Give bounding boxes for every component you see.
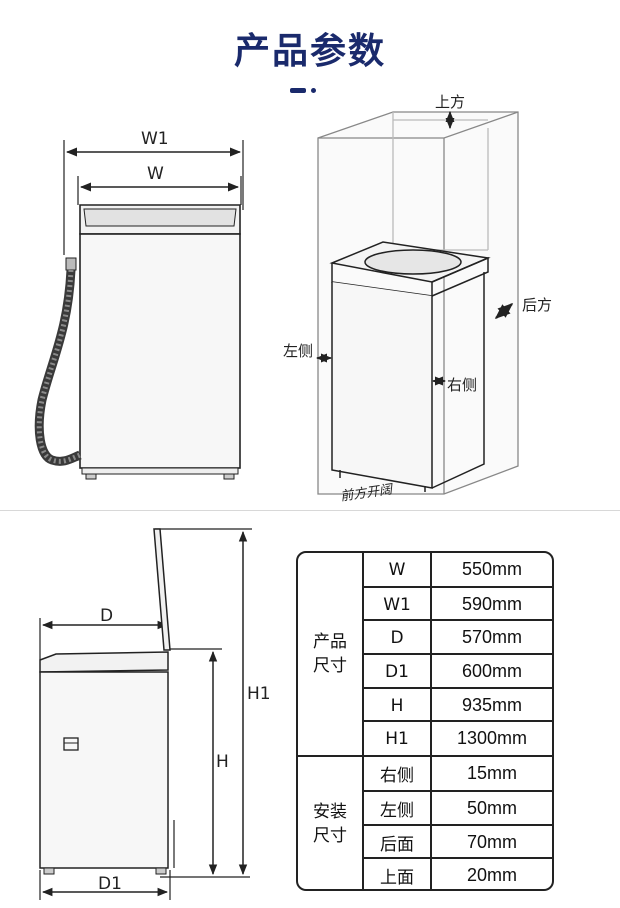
- top-clearance-label: 上方: [435, 93, 466, 111]
- title-decoration: [290, 86, 320, 94]
- d-dimension-label: D: [100, 606, 114, 626]
- w1-dimension-label: W1: [141, 129, 169, 149]
- spec-value: 550mm: [461, 559, 523, 579]
- table-row: 上面 20mm: [364, 859, 552, 889]
- group-label-line1: 安装: [313, 802, 347, 822]
- side-view-drawing: [39, 528, 252, 900]
- title-bar-mark: [290, 88, 306, 93]
- w-dimension-label: W: [147, 164, 164, 184]
- group-label-line2: 尺寸: [313, 656, 347, 676]
- spec-group-product-size: 产品尺寸: [298, 553, 364, 755]
- spec-value: 20mm: [466, 864, 517, 885]
- spec-key: W1: [364, 588, 432, 621]
- clearance-arrows: [315, 110, 514, 386]
- spec-value: 70mm: [466, 832, 517, 852]
- spec-key: H1: [364, 722, 432, 755]
- table-row: D 570mm: [364, 621, 552, 654]
- row-divider: [364, 586, 552, 588]
- spec-key: D: [364, 621, 432, 654]
- washer-3d-drawing: [329, 241, 491, 492]
- spec-key: H: [364, 689, 432, 722]
- spec-key: 后面: [364, 826, 432, 859]
- front-view-drawing: [34, 140, 244, 480]
- table-row: W 550mm: [364, 553, 552, 586]
- group-divider: [298, 755, 552, 757]
- title-dot-mark: [311, 88, 316, 93]
- d1-dimension-label: D1: [98, 874, 122, 894]
- spec-key: W: [364, 553, 432, 586]
- table-row: W1 590mm: [364, 588, 552, 621]
- spec-key: D1: [364, 655, 432, 688]
- table-row: H1 1300mm: [364, 722, 552, 755]
- table-row: D1 600mm: [364, 655, 552, 688]
- spec-value: 600mm: [461, 661, 523, 681]
- table-row: 右侧 15mm: [364, 757, 552, 790]
- left-clearance-label: 左侧: [283, 342, 314, 360]
- page-title: 产品参数: [233, 31, 386, 72]
- spec-key: 右侧: [364, 757, 432, 790]
- spec-value: 15mm: [466, 763, 517, 783]
- h-dimension-label: H: [216, 752, 229, 772]
- group-label-line1: 产品: [313, 632, 347, 652]
- right-clearance-label: 右侧: [447, 376, 478, 394]
- row-divider: [364, 720, 552, 722]
- back-clearance-label: 后方: [522, 296, 553, 314]
- row-divider: [364, 790, 552, 792]
- spec-value: 570mm: [461, 627, 523, 647]
- spec-value: 50mm: [466, 798, 517, 818]
- spec-value: 1300mm: [456, 728, 528, 748]
- section-divider: [0, 510, 620, 511]
- h1-dimension-label: H1: [247, 684, 271, 704]
- spec-key: 左侧: [364, 792, 432, 825]
- spec-key: 上面: [364, 859, 432, 889]
- spec-table: 产品尺寸 W 550mm W1 590mm D 570mm D1 600mm H…: [296, 551, 554, 891]
- spec-value: 935mm: [461, 695, 523, 715]
- group-label-line2: 尺寸: [313, 826, 347, 846]
- table-row: 左侧 50mm: [364, 792, 552, 825]
- row-divider: [364, 653, 552, 655]
- row-divider: [364, 687, 552, 689]
- row-divider: [364, 824, 552, 826]
- spec-value: 590mm: [461, 594, 523, 614]
- table-row: H 935mm: [364, 689, 552, 722]
- spec-group-install-size: 安装尺寸: [298, 757, 364, 889]
- table-row: 后面 70mm: [364, 826, 552, 859]
- row-divider: [364, 619, 552, 621]
- row-divider: [364, 857, 552, 859]
